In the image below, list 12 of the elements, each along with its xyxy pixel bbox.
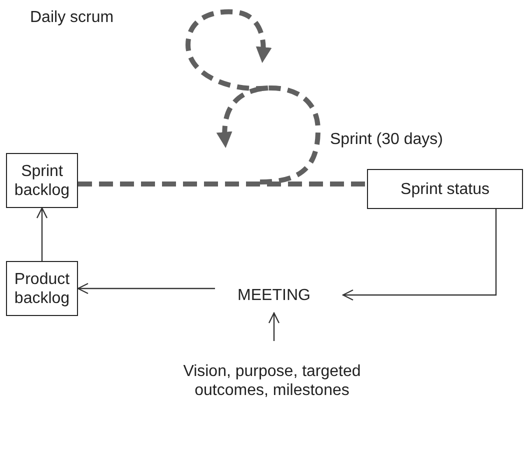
process-box: Product backlog	[6, 261, 78, 316]
arrow	[268, 312, 280, 341]
node-text: MEETING	[215, 283, 333, 307]
process-box: Sprint backlog	[6, 153, 78, 208]
node-text: Vision, purpose, targeted outcomes, milestones	[180, 343, 364, 419]
process-box: Sprint status	[367, 169, 523, 209]
arrow	[342, 209, 497, 301]
dashed-connector	[78, 182, 367, 186]
arrow	[77, 282, 215, 294]
arrow	[36, 207, 48, 261]
annotation-text: Daily scrum	[30, 9, 114, 27]
annotation-text: Sprint (30 days)	[330, 131, 443, 149]
